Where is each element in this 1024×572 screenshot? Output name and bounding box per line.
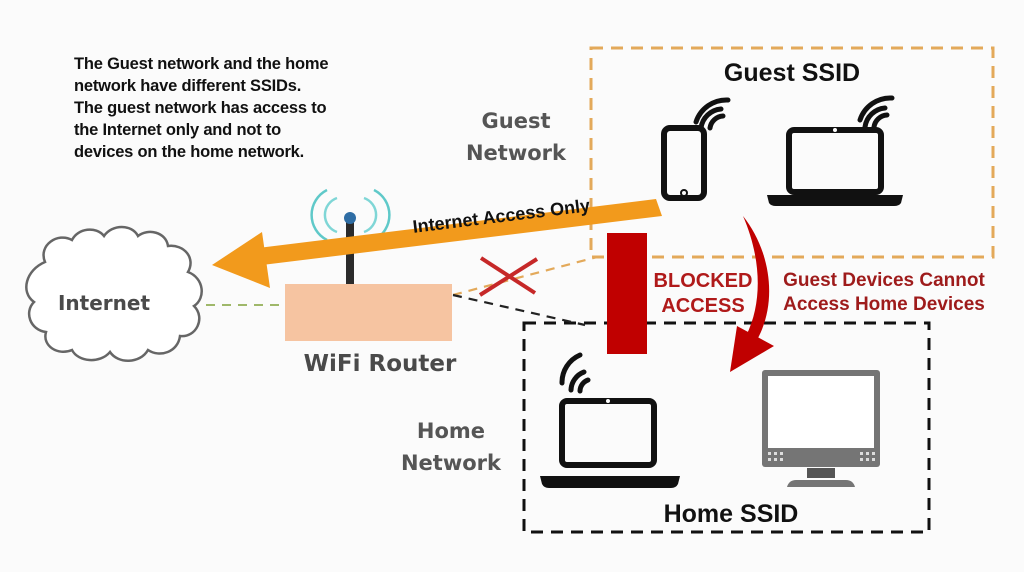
blocked-x-icon bbox=[478, 256, 539, 297]
note-line: The Guest network and the home bbox=[74, 55, 329, 73]
router-box bbox=[285, 284, 452, 341]
description-note: The Guest network and the home network h… bbox=[74, 53, 384, 163]
router-guest-link bbox=[452, 255, 598, 297]
note-line: the Internet only and not to bbox=[74, 121, 282, 139]
smartphone-icon bbox=[661, 125, 707, 201]
home-ssid-label: Home SSID bbox=[664, 500, 799, 528]
home-network-label-line1: Home bbox=[417, 419, 485, 443]
cannot-access-line2: Access Home Devices bbox=[783, 294, 985, 315]
note-line: devices on the home network. bbox=[74, 143, 305, 161]
cannot-access-line1: Guest Devices Cannot bbox=[783, 270, 985, 291]
monitor-icon bbox=[762, 370, 880, 487]
blocked-label-line1: BLOCKED bbox=[654, 270, 753, 292]
wifi-signal-icon bbox=[857, 95, 895, 130]
internet-label: Internet bbox=[58, 291, 150, 315]
guest-ssid-label: Guest SSID bbox=[724, 59, 860, 87]
internet-access-arrow bbox=[212, 199, 662, 288]
home-ssid-box bbox=[522, 321, 931, 534]
laptop-icon bbox=[540, 398, 680, 488]
guest-network-label-line1: Guest bbox=[482, 109, 551, 133]
cloud-icon bbox=[25, 225, 203, 362]
guest-ssid-box bbox=[589, 46, 995, 259]
guest-to-home-arrow bbox=[730, 216, 774, 372]
note-line: network have different SSIDs. bbox=[74, 77, 302, 95]
router-label: WiFi Router bbox=[304, 351, 457, 377]
blocked-label-line2: ACCESS bbox=[661, 295, 744, 317]
guest-network-label-line2: Network bbox=[466, 141, 567, 165]
wifi-signal-icon bbox=[693, 97, 731, 131]
note-line: The guest network has access to bbox=[74, 99, 327, 117]
wifi-signal-icon bbox=[559, 352, 591, 394]
laptop-icon bbox=[767, 127, 903, 206]
blocked-barrier bbox=[607, 233, 647, 354]
home-network-label-line2: Network bbox=[401, 451, 502, 475]
router-home-link bbox=[452, 293, 586, 327]
